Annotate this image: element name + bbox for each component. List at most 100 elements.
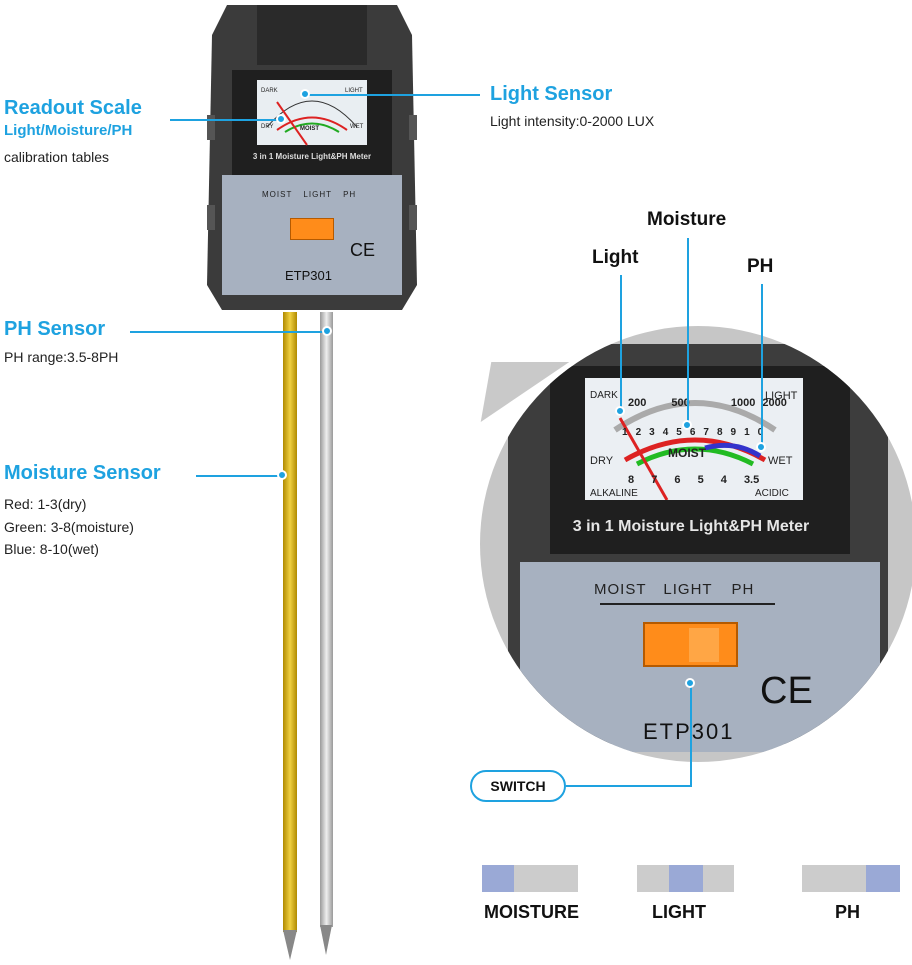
moisture-sensor-desc-blue: Blue: 8-10(wet) [4,541,99,557]
zoom-dial-acidic: ACIDIC [755,488,789,499]
zoom-mode-switch[interactable] [643,622,738,667]
light-sensor-title: Light Sensor [490,83,613,105]
light-tick-2000: 2000 [762,397,787,409]
mini-ce-mark: CE [350,240,376,260]
mini-switch-labels: MOIST LIGHT PH [262,190,356,199]
mode-light-seg-3 [703,865,734,892]
zoom-moisture-label: Moisture [647,209,727,230]
zoom-moist-scale: 12345678910 [622,427,771,438]
ph-tick-3-5: 3.5 [743,474,760,486]
zoom-dial-moist: MOIST [668,446,706,460]
moist-tick-9: 9 [730,427,745,438]
zoom-ph-scale: 8 7 6 5 4 3.5 [628,474,759,486]
yellow-probe-tip [283,930,297,960]
meter-device [207,5,417,315]
mini-model-label: ETP301 [285,268,332,283]
zoom-ph-line [761,284,763,446]
mode-light-seg-1 [637,865,669,892]
zoom-switch-moist-label: MOIST [594,581,647,598]
zoom-dial-dark: DARK [590,390,618,401]
moist-tick-10: 10 [744,427,772,438]
zoom-ce-mark: CE [760,670,813,712]
zoom-dial-alkaline: ALKALINE [590,488,638,499]
moist-tick-5: 5 [676,427,690,438]
mode-indicator-moisture [482,865,578,892]
zoom-switch-light-label: LIGHT [663,581,713,598]
moisture-sensor-desc-green: Green: 3-8(moisture) [4,519,134,535]
ph-sensor-title: PH Sensor [4,318,106,340]
mode-ph-seg-2 [866,865,900,892]
zoom-dial-light: LIGHT [765,390,798,402]
zoom-panel-title: 3 in 1 Moisture Light&PH Meter [572,518,810,535]
ph-tick-8: 8 [628,474,635,486]
mini-dial-light: LIGHT [345,88,363,94]
ph-connector-dot [322,326,332,336]
switch-label-badge: SWITCH [470,770,566,802]
mode-label-light: LIGHT [652,902,706,922]
zoom-ph-label: PH [747,256,774,277]
mode-moisture-seg-2 [514,865,578,892]
mode-label-moisture: MOISTURE [484,902,580,922]
meter-body-graphic [207,5,417,310]
zoom-ph-dot [756,442,766,452]
readout-connector-line [170,119,280,121]
zoom-light-label: Light [592,247,639,268]
moist-tick-6: 6 [689,427,704,438]
ph-connector-line [130,331,326,333]
light-sensor-desc: Light intensity:0-2000 LUX [490,113,655,129]
zoom-dial-dry: DRY [590,455,614,467]
ph-tick-4: 4 [720,474,727,486]
light-tick-200: 200 [628,397,647,409]
mini-dial-dry: DRY [261,124,274,130]
readout-connector-dot [276,114,286,124]
mode-light-seg-2 [669,865,703,892]
mini-dial-moist: MOIST [300,126,319,132]
zoom-switch-labels: MOIST LIGHT PH [594,581,754,598]
switch-connector-dot [685,678,695,688]
zoom-model-label: ETP301 [643,719,735,744]
readout-scale-subtitle: Light/Moisture/PH [4,122,133,139]
switch-label-text: SWITCH [490,778,546,794]
zoom-light-scale: 200 500 1000 2000 [628,397,787,409]
mode-moisture-seg-1 [482,865,514,892]
switch-connector-horizontal [566,785,692,787]
zoom-dial-wet: WET [768,455,793,467]
mode-ph-seg-1 [802,865,866,892]
zoom-switch-ticks [600,603,775,605]
moisture-connector-dot [277,470,287,480]
moist-tick-3: 3 [649,427,663,438]
ph-tick-6: 6 [674,474,681,486]
ph-tick-5: 5 [697,474,704,486]
mini-switch-moist-label: MOIST [262,190,293,199]
ph-sensor-desc: PH range:3.5-8PH [4,349,119,365]
light-connector-dot [300,89,310,99]
moist-tick-7: 7 [703,427,717,438]
light-connector-line [305,94,480,96]
zoom-moisture-line [687,238,689,424]
zoom-switch-ph-label: PH [731,581,755,598]
zoom-light-line [620,275,622,411]
mode-indicator-ph [802,865,900,892]
light-tick-1000: 1000 [730,397,756,409]
mini-dial-wet: WET [350,124,364,130]
zoom-moisture-dot [682,420,692,430]
mode-label-ph: PH [835,902,861,922]
mini-panel-title: 3 in 1 Moisture Light&PH Meter [252,152,372,161]
moisture-sensor-desc-red: Red: 1-3(dry) [4,496,87,512]
readout-scale-desc: calibration tables [4,149,110,165]
zoom-switch-slider[interactable] [689,628,719,662]
light-tick-500: 500 [671,397,690,409]
zoom-light-dot [615,406,625,416]
ph-tick-7: 7 [651,474,658,486]
switch-connector-vertical [690,683,692,786]
mode-indicator-light [637,865,734,892]
mini-dial-dark: DARK [261,88,278,94]
readout-scale-title: Readout Scale [4,97,142,119]
mini-switch-light-label: LIGHT [303,190,332,199]
moist-tick-1: 1 [622,427,636,438]
moist-tick-8: 8 [716,427,731,438]
silver-probe [320,312,333,927]
mini-mode-switch[interactable] [290,218,334,240]
moisture-connector-line [196,475,280,477]
moist-tick-4: 4 [662,427,677,438]
